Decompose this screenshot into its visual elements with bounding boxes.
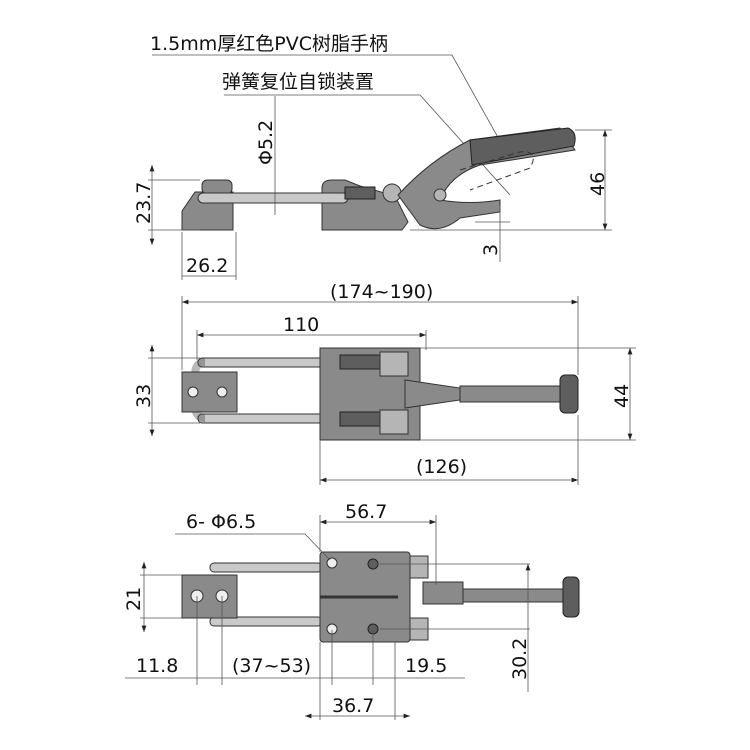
leader-line (152, 54, 506, 151)
handle (462, 588, 564, 603)
rod-upper (197, 357, 329, 368)
dim-height-base: 23.7 (133, 182, 155, 224)
catch-hook (201, 179, 233, 195)
dim-hole-span: 56.7 (345, 501, 387, 523)
lever (404, 379, 461, 409)
dim-width: 44 (611, 384, 633, 408)
dim-catch-holes: 11.8 (136, 655, 178, 677)
spring (344, 186, 376, 200)
dim-base-length: 36.7 (332, 695, 374, 717)
handle (459, 385, 561, 403)
top-dimensions: (174~190) 110 33 44 (126) (133, 281, 636, 485)
bottom-dimensions: 6- Φ6.5 56.7 21 11.8 (37~53) 19.5 30.2 3… (123, 501, 531, 720)
spring-lower (339, 411, 381, 427)
dim-handle-height: 46 (587, 172, 609, 196)
dim-hole-offset: 19.5 (405, 655, 447, 677)
dim-adjust-range: (37~53) (232, 655, 311, 677)
bottom-view (181, 551, 580, 643)
alt-handle-position (459, 151, 534, 191)
nut-lower (379, 409, 409, 435)
catch-plate (181, 574, 238, 619)
nut-upper (379, 351, 409, 377)
rod (197, 192, 349, 204)
side-view (181, 127, 576, 231)
handle-grip (469, 127, 576, 166)
lever (422, 581, 464, 605)
top-view (181, 347, 579, 441)
callout-handle-text: 1.5mm厚红色PVC树脂手柄 (150, 33, 388, 55)
nut-upper (409, 555, 429, 579)
pivot (433, 188, 447, 202)
dim-rod-diameter: Φ5.2 (255, 120, 277, 165)
handle-end (559, 374, 579, 414)
spring-upper (339, 354, 381, 370)
mount-hole (367, 558, 379, 570)
side-dimensions: 23.7 26.2 Φ5.2 46 3 (133, 96, 612, 280)
dim-hook-length: 110 (283, 314, 319, 336)
callout-handle: 1.5mm厚红色PVC树脂手柄 (150, 33, 506, 151)
dim-hole-pitch: 30.2 (509, 638, 531, 680)
rod-lower (197, 413, 329, 424)
rod-upper (209, 562, 323, 573)
handle-end (562, 576, 580, 618)
dim-body-length: (126) (416, 456, 467, 478)
dim-hook-width: 33 (133, 384, 155, 408)
callout-self-lock-text: 弹簧复位自锁装置 (222, 71, 374, 93)
dim-holes: 6- Φ6.5 (186, 511, 256, 533)
nut (382, 183, 402, 203)
dim-overall-length: (174~190) (330, 281, 433, 303)
dim-catch-width: 21 (123, 587, 145, 611)
dim-base-length: 26.2 (186, 255, 228, 277)
dim-offset: 3 (480, 244, 502, 256)
mount-hole (326, 557, 338, 569)
